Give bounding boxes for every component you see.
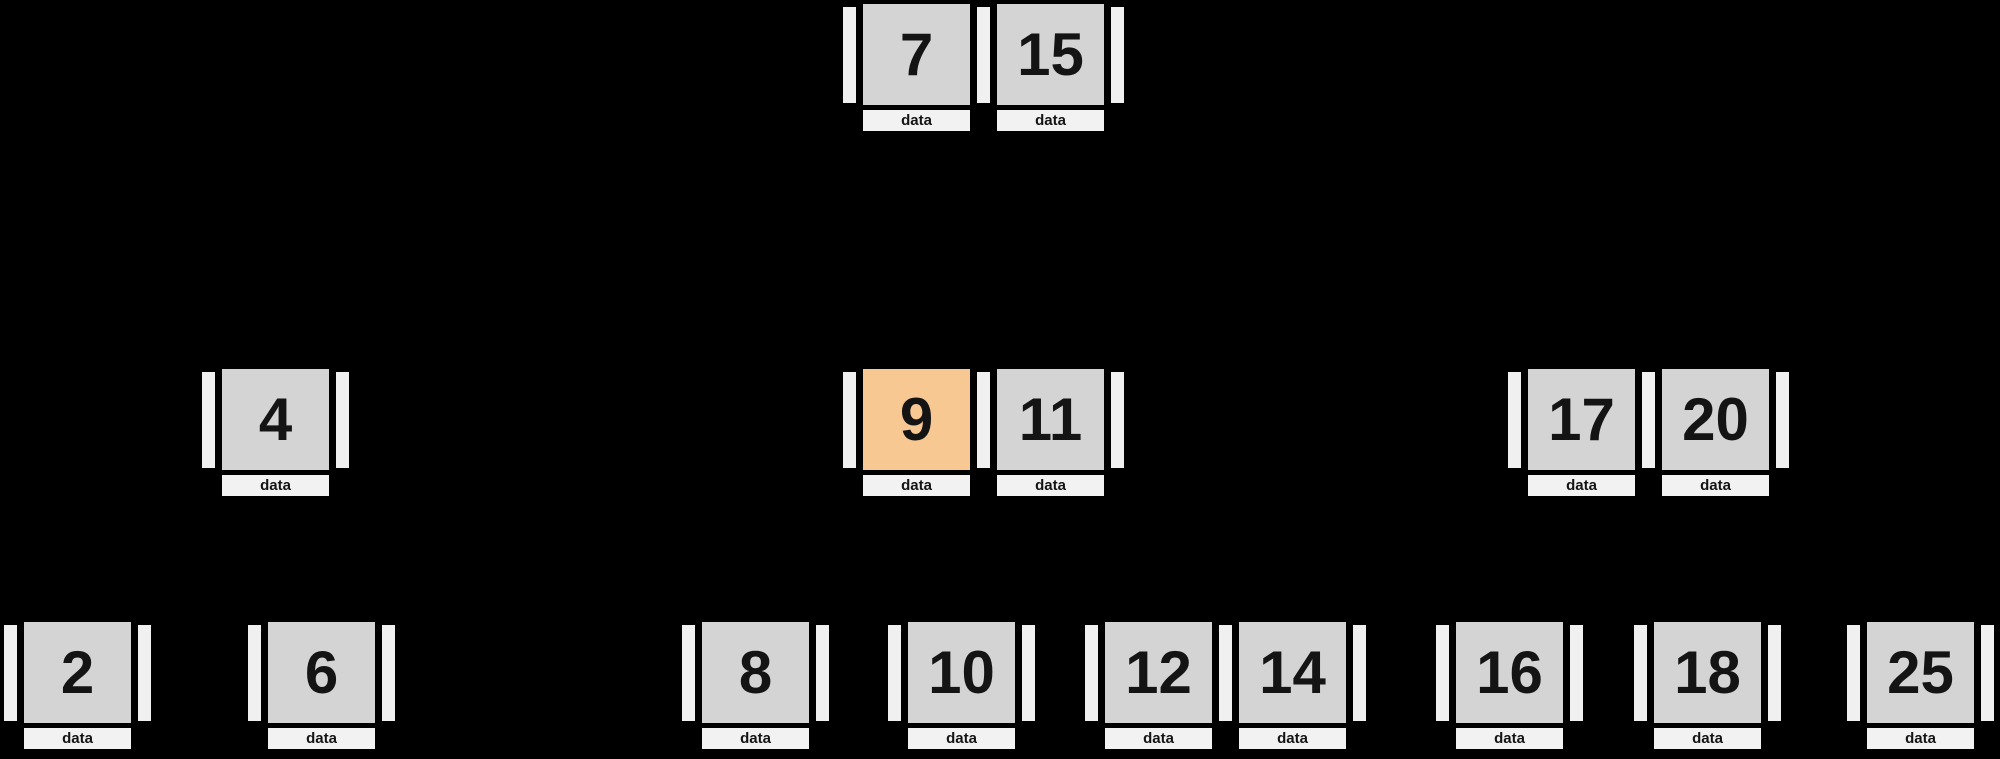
data-pointer-label: data [222,475,329,496]
data-pointer-label: data [1662,475,1769,496]
btree-node-25: 25 data [1847,622,1994,749]
child-pointer-slot [888,625,901,721]
data-pointer-label: data [997,475,1104,496]
data-pointer-label: data [908,728,1015,749]
btree-node-17-20: 17 data 20 data [1508,369,1789,496]
key-block: 12 data [1105,622,1212,749]
data-pointer-label: data [863,475,970,496]
child-pointer-slot [977,7,990,103]
child-pointer-slot [138,625,151,721]
btree-node-18: 18 data [1634,622,1781,749]
key-block: 16 data [1456,622,1563,749]
key-cell-9: 9 [863,369,970,470]
child-pointer-slot [1022,625,1035,721]
key-cell-15: 15 [997,4,1104,105]
child-pointer-slot [1353,625,1366,721]
key-block: 2 data [24,622,131,749]
key-cell-8: 8 [702,622,809,723]
key-block: 11 data [997,369,1104,496]
btree-node-16: 16 data [1436,622,1583,749]
key-block: 14 data [1239,622,1346,749]
data-pointer-label: data [1105,728,1212,749]
child-pointer-slot [382,625,395,721]
data-pointer-label: data [997,110,1104,131]
btree-node-7-15: 7 data 15 data [843,4,1124,131]
child-pointer-slot [1436,625,1449,721]
child-pointer-slot [1642,372,1655,468]
key-cell-6: 6 [268,622,375,723]
child-pointer-slot [4,625,17,721]
child-pointer-slot [1111,7,1124,103]
child-pointer-slot [682,625,695,721]
child-pointer-slot [843,7,856,103]
key-block: 4 data [222,369,329,496]
data-pointer-label: data [1239,728,1346,749]
child-pointer-slot [1570,625,1583,721]
data-pointer-label: data [1867,728,1974,749]
child-pointer-slot [843,372,856,468]
child-pointer-slot [336,372,349,468]
key-cell-11: 11 [997,369,1104,470]
data-pointer-label: data [24,728,131,749]
child-pointer-slot [1768,625,1781,721]
key-cell-12: 12 [1105,622,1212,723]
key-block: 18 data [1654,622,1761,749]
key-block: 25 data [1867,622,1974,749]
key-block: 17 data [1528,369,1635,496]
btree-node-4: 4 data [202,369,349,496]
child-pointer-slot [1111,372,1124,468]
key-block: 20 data [1662,369,1769,496]
key-cell-18: 18 [1654,622,1761,723]
data-pointer-label: data [702,728,809,749]
child-pointer-slot [1085,625,1098,721]
key-cell-10: 10 [908,622,1015,723]
btree-node-2: 2 data [4,622,151,749]
btree-node-10: 10 data [888,622,1035,749]
key-block: 9 data [863,369,970,496]
child-pointer-slot [1847,625,1860,721]
key-cell-7: 7 [863,4,970,105]
child-pointer-slot [1634,625,1647,721]
child-pointer-slot [1776,372,1789,468]
key-cell-14: 14 [1239,622,1346,723]
data-pointer-label: data [1654,728,1761,749]
child-pointer-slot [1981,625,1994,721]
data-pointer-label: data [1528,475,1635,496]
child-pointer-slot [816,625,829,721]
data-pointer-label: data [1456,728,1563,749]
key-cell-4: 4 [222,369,329,470]
key-block: 6 data [268,622,375,749]
data-pointer-label: data [863,110,970,131]
child-pointer-slot [202,372,215,468]
btree-node-9-11: 9 data 11 data [843,369,1124,496]
key-cell-25: 25 [1867,622,1974,723]
key-cell-2: 2 [24,622,131,723]
key-block: 7 data [863,4,970,131]
btree-node-8: 8 data [682,622,829,749]
btree-node-12-14: 12 data 14 data [1085,622,1366,749]
key-block: 10 data [908,622,1015,749]
child-pointer-slot [977,372,990,468]
key-cell-16: 16 [1456,622,1563,723]
key-block: 15 data [997,4,1104,131]
child-pointer-slot [1219,625,1232,721]
btree-node-6: 6 data [248,622,395,749]
data-pointer-label: data [268,728,375,749]
key-block: 8 data [702,622,809,749]
key-cell-20: 20 [1662,369,1769,470]
child-pointer-slot [1508,372,1521,468]
child-pointer-slot [248,625,261,721]
key-cell-17: 17 [1528,369,1635,470]
